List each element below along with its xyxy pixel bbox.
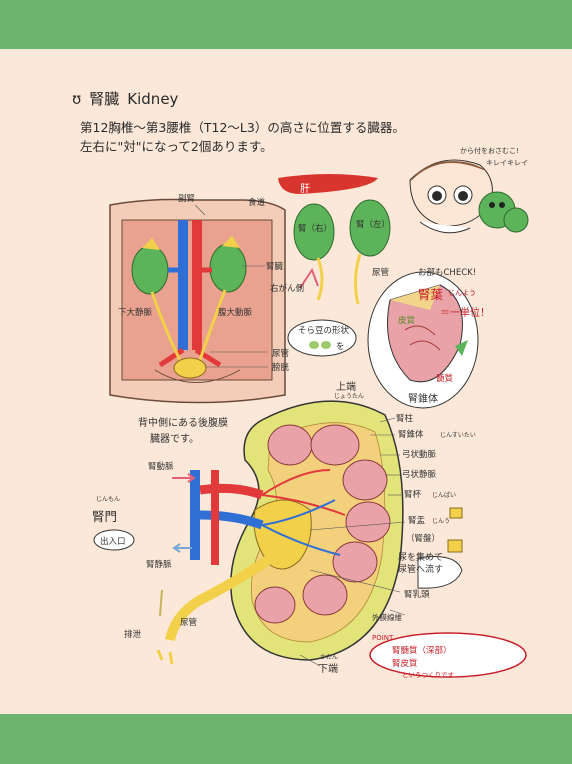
title-en: Kidney xyxy=(127,90,179,108)
collect-note: 尿を集めて 尿管へ流す xyxy=(398,552,443,576)
title-jp: 腎臓 xyxy=(89,90,120,108)
label-liver: 肝 xyxy=(300,184,310,195)
label-lower-pole: 下端 xyxy=(318,664,338,675)
subtitle-line2: 左右に"対"になって2個あります。 xyxy=(80,139,273,154)
callout-lobe-reading: じんよう xyxy=(448,289,476,297)
label-renal-vein: 腎静脈 xyxy=(146,560,172,570)
label-renal-column: 腎柱 xyxy=(396,414,414,424)
label-renal-pyramid: 腎錐体 xyxy=(398,430,424,440)
callout-cortex: 皮質 xyxy=(398,316,416,326)
label-calyx: 腎杯 xyxy=(404,490,422,500)
bottom-band xyxy=(0,714,572,764)
mascot-bubble-2: キレイキレイ xyxy=(486,159,528,167)
label-capsule: 外膜線維 xyxy=(372,613,402,622)
label-renal-pyramid-reading: じんすいたい xyxy=(440,432,476,439)
retro-note-line2: 臓器です。 xyxy=(150,434,199,445)
label-bean-note: そら豆の形状 xyxy=(298,326,350,336)
kidney-detail xyxy=(93,400,527,678)
mascot xyxy=(409,159,529,234)
label-renal-artery: 腎動脈 xyxy=(148,462,174,472)
title-icon: ʊ xyxy=(72,90,82,108)
label-bladder: 膀胱 xyxy=(272,363,290,373)
callout-check: お部もCHECK! xyxy=(418,268,477,278)
point-line2: 腎皮質 xyxy=(392,659,418,669)
label-kidney: 腎臓 xyxy=(266,262,284,272)
label-adrenal: 副腎 xyxy=(178,194,196,204)
label-renal-note: 右がん側 xyxy=(270,284,305,294)
label-hilum-reading: じんもん xyxy=(96,496,121,503)
label-arcuate-vein: 弓状静脈 xyxy=(402,470,437,480)
subtitle: 第12胸椎〜第3腰椎（T12〜L3）の高さに位置する臓器。 左右に"対"になって… xyxy=(80,118,405,156)
label-detail-ureter: 尿管 xyxy=(180,618,198,628)
label-hilum: 腎門 xyxy=(92,509,118,524)
label-lower-pole-reading: かたん xyxy=(320,654,339,661)
label-kidney-right: 腎（右） xyxy=(298,224,333,234)
label-esophagus: 食道 xyxy=(248,198,266,208)
callout-medulla: 髄質 xyxy=(436,374,454,384)
retro-note-line1: 背中側にある後腹膜 xyxy=(138,418,228,429)
collect-note-line2: 尿管へ流す xyxy=(398,565,444,575)
label-bean-suffix: を xyxy=(336,342,345,352)
label-ureter: 尿管 xyxy=(272,349,290,359)
label-pelvis-alt: （腎盤） xyxy=(406,534,441,544)
label-excretion: 排泄 xyxy=(124,630,142,640)
point-line1: 腎髄質（深部） xyxy=(392,646,452,656)
label-pelvis: 腎盂 xyxy=(408,516,426,526)
label-upper-pole-reading: じょうたん xyxy=(334,393,365,400)
mascot-bubble-1: から付をおさむこ! xyxy=(460,147,519,155)
label-upper-pole: 上端 xyxy=(336,382,356,393)
collect-note-line1: 尿を集めて xyxy=(398,553,444,563)
label-hilum-note: 出入口 xyxy=(100,537,126,547)
subtitle-line1: 第12胸椎〜第3腰椎（T12〜L3）の高さに位置する臓器。 xyxy=(80,120,405,135)
point-line3: というつくりです xyxy=(402,671,454,679)
side-view-diagram xyxy=(278,174,391,357)
label-kidney-left: 腎（左） xyxy=(356,220,391,230)
label-calyx-reading: じんぱい xyxy=(432,492,457,499)
label-arcuate-artery: 弓状動脈 xyxy=(402,450,437,460)
callout-pyramid: 腎錐体 xyxy=(408,394,438,405)
label-ivc: 下大静脈 xyxy=(118,308,153,318)
callout-lobe-note: ＝一単位！ xyxy=(440,308,490,319)
top-band xyxy=(0,0,572,49)
label-aorta: 腹大動脈 xyxy=(218,308,253,318)
label-point: POINT xyxy=(372,634,394,642)
label-side-ureter: 尿管 xyxy=(372,268,390,278)
torso-diagram xyxy=(109,198,286,404)
callout-lobe: 腎葉 xyxy=(418,287,444,302)
pyramid-callout xyxy=(367,271,479,409)
page-title: ʊ 腎臓 Kidney xyxy=(72,88,186,109)
label-papilla: 腎乳頭 xyxy=(404,590,430,600)
label-pelvis-reading: じんう xyxy=(432,518,451,525)
